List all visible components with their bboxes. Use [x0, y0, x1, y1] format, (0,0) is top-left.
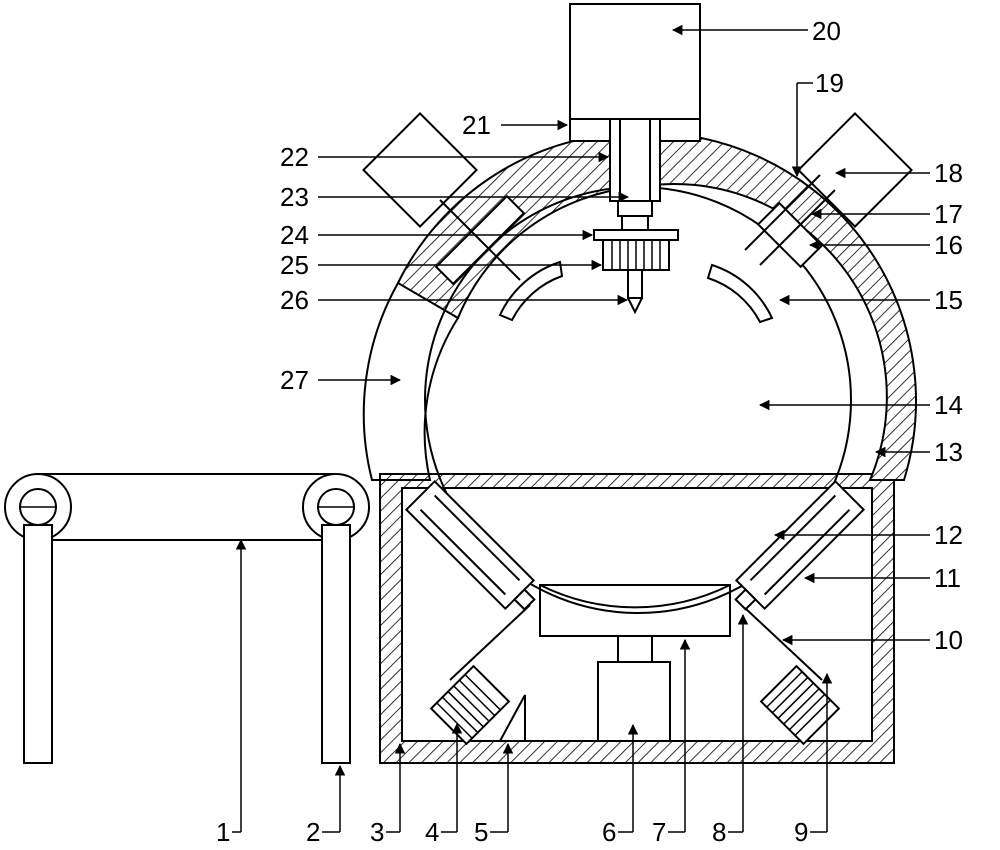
bottom-support: [539, 584, 731, 742]
label-2: 2: [306, 817, 320, 847]
top-motor: [569, 3, 701, 315]
label-11: 11: [934, 563, 961, 593]
label-24: 24: [280, 220, 309, 250]
base-housing: [379, 473, 895, 764]
label-9: 9: [794, 817, 808, 847]
label-1: 1: [216, 817, 230, 847]
label-18: 18: [934, 158, 963, 188]
label-5: 5: [474, 817, 488, 847]
label-14: 14: [934, 390, 963, 420]
label-8: 8: [712, 817, 726, 847]
label-25: 25: [280, 250, 309, 280]
label-23: 23: [280, 182, 309, 212]
label-21: 21: [462, 110, 491, 140]
lower-left-cylinder: [404, 479, 536, 746]
part-labels: 20 19 21 22 18 23 17 24 16 25 26 15 27 1…: [216, 16, 963, 847]
lower-right-cylinder: [734, 479, 866, 746]
label-17: 17: [934, 199, 963, 229]
label-27: 27: [280, 365, 309, 395]
label-6: 6: [602, 817, 616, 847]
label-10: 10: [934, 625, 963, 655]
conveyor-legs: [23, 524, 351, 764]
label-12: 12: [934, 520, 963, 550]
label-7: 7: [652, 817, 666, 847]
leader-lines: [232, 24, 930, 833]
label-13: 13: [934, 437, 963, 467]
label-19: 19: [815, 68, 844, 98]
label-16: 16: [934, 230, 963, 260]
label-26: 26: [280, 285, 309, 315]
label-15: 15: [934, 285, 963, 315]
label-4: 4: [425, 817, 439, 847]
label-3: 3: [370, 817, 384, 847]
label-22: 22: [280, 142, 309, 172]
conveyor-belt: [4, 473, 370, 541]
label-20: 20: [812, 16, 841, 46]
upper-right-nozzle: [706, 112, 913, 324]
upper-left-nozzle: [362, 112, 564, 322]
